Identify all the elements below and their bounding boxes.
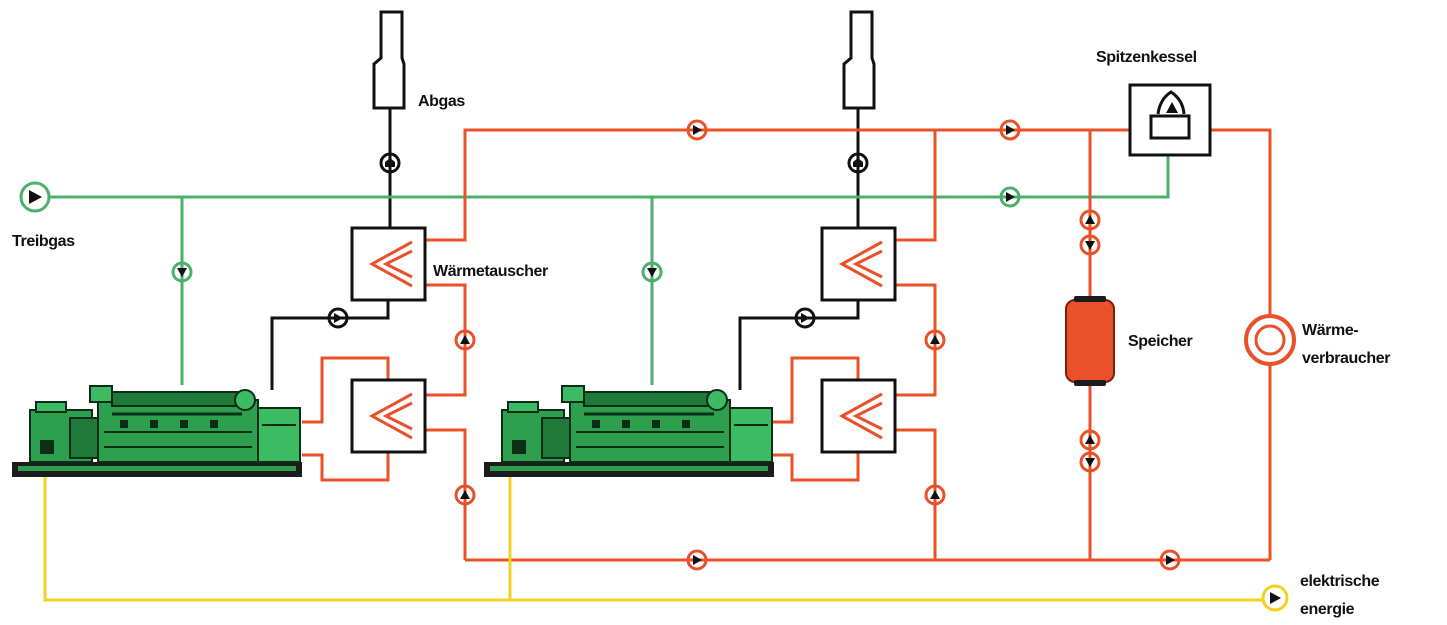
heat-exchanger-icon	[820, 378, 897, 454]
peak-boiler-label: Spitzenkessel	[1096, 49, 1197, 66]
electric-energy-label-line2: energie	[1300, 601, 1355, 618]
heat-consumer-label-line1: Wärme-	[1302, 322, 1358, 339]
chimney-icon	[842, 10, 876, 110]
heat-exchanger-icon	[350, 226, 427, 302]
gas-engine-icon	[482, 384, 776, 479]
electric-output-icon	[1261, 584, 1289, 612]
heat-exchanger-icon	[820, 226, 897, 302]
heat-consumer-icon	[1244, 314, 1296, 366]
fuel-gas-lines	[49, 155, 1170, 385]
heat-exchanger-label: Wärmetauscher	[433, 263, 548, 280]
electric-energy-label-line1: elektrische	[1300, 573, 1380, 590]
valves	[19, 119, 1289, 612]
heating-water-lines	[302, 128, 1272, 562]
storage-tank-icon	[1065, 296, 1115, 386]
peak-boiler-icon	[1128, 83, 1212, 157]
exhaust-label: Abgas	[418, 93, 465, 110]
fuel-gas-inlet-icon	[19, 181, 51, 213]
storage-label: Speicher	[1128, 333, 1193, 350]
exhaust-lines	[270, 108, 860, 390]
gas-engine-icon	[10, 384, 304, 479]
fuel-gas-label: Treibgas	[12, 233, 75, 250]
heat-exchanger-icon	[350, 378, 427, 454]
heat-consumer-label-line2: verbraucher	[1302, 350, 1390, 367]
chimney-icon	[372, 10, 406, 110]
